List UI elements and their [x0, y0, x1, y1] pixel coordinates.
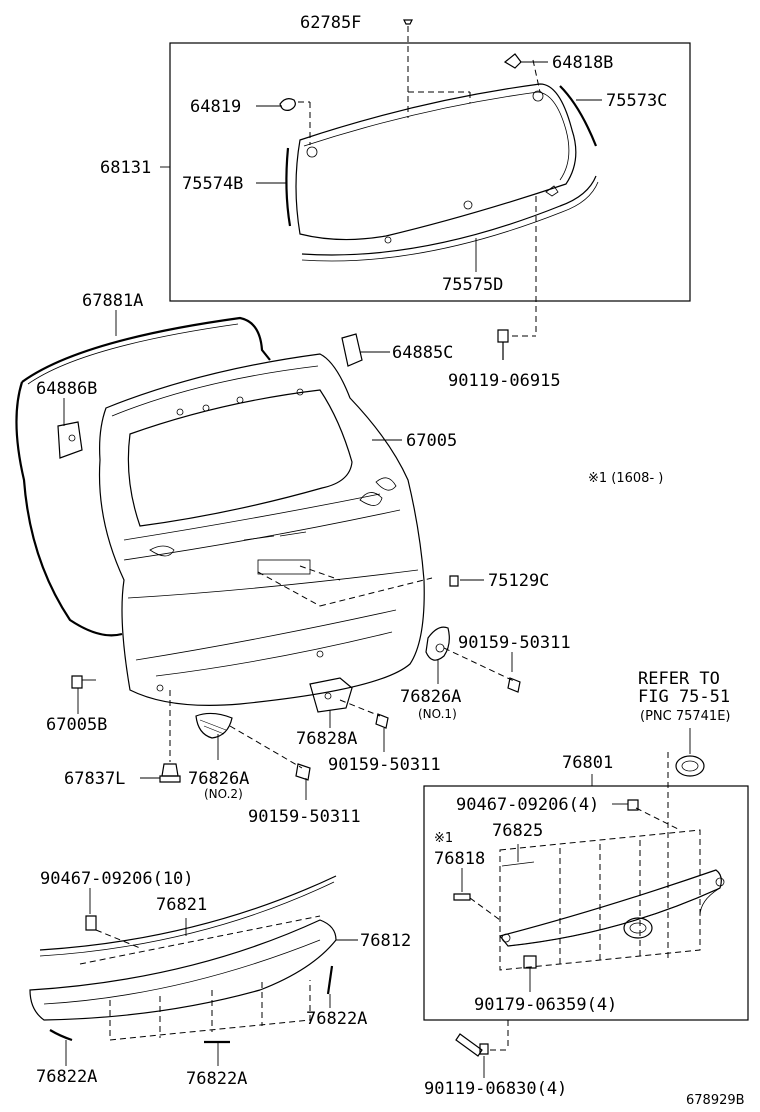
part-90179-06359 — [523, 955, 537, 992]
part-64885C — [341, 333, 390, 367]
part-76812-garnish — [29, 915, 358, 1041]
part-64819 — [256, 98, 311, 145]
label-76812: 76812 — [360, 931, 411, 951]
label-76826A-no2: 76826A — [188, 769, 249, 789]
back-glass-group-frame — [169, 42, 691, 302]
label-90119-06915: 90119-06915 — [448, 371, 561, 391]
label-76818: 76818 — [434, 849, 485, 869]
label-67005B: 67005B — [46, 715, 107, 735]
label-64886B: 64886B — [36, 379, 97, 399]
label-refer-line2: FIG 75-51 — [638, 687, 730, 707]
label-67005: 67005 — [406, 431, 457, 451]
label-67837L: 67837L — [64, 769, 125, 789]
label-76822A-right: 76822A — [306, 1009, 367, 1029]
part-64886B — [57, 398, 83, 459]
note-applicability: ※1 (1608- ) — [588, 471, 663, 486]
label-90159-50311-c: 90159-50311 — [248, 807, 361, 827]
label-68131: 68131 — [100, 158, 151, 178]
label-62785F: 62785F — [300, 13, 361, 33]
part-76825 — [501, 844, 535, 867]
emblem-refer — [675, 728, 705, 777]
part-75129C — [257, 565, 484, 607]
label-refer-line3: (PNC 75741E) — [640, 709, 731, 724]
part-68131-back-glass — [160, 83, 577, 244]
label-90179-06359: 90179-06359(4) — [474, 995, 617, 1015]
part-76822A-left — [49, 1029, 73, 1066]
label-67881A: 67881A — [82, 291, 143, 311]
label-90159-50311-a: 90159-50311 — [458, 633, 571, 653]
part-75573C — [559, 85, 602, 147]
part-67881A-weatherstrip — [15, 310, 271, 637]
part-76822A-right — [326, 965, 334, 1008]
label-75573C: 75573C — [606, 91, 667, 111]
label-76801: 76801 — [562, 753, 613, 773]
label-75575D: 75575D — [442, 275, 503, 295]
label-64818B: 64818B — [552, 53, 613, 73]
label-90159-50311-b: 90159-50311 — [328, 755, 441, 775]
part-67005-back-door — [98, 353, 425, 706]
part-76822A-center — [204, 1040, 230, 1066]
label-76818-mark: ※1 — [434, 831, 453, 846]
part-76828A — [309, 677, 389, 752]
part-90467-09206-4 — [612, 799, 681, 831]
label-76822A-left: 76822A — [36, 1067, 97, 1087]
part-76826A-no1 — [425, 626, 521, 693]
label-76825: 76825 — [492, 821, 543, 841]
part-76826A-no2 — [195, 712, 311, 800]
part-67837L — [140, 690, 181, 783]
part-62785F — [403, 19, 471, 118]
label-refer-line1: REFER TO — [638, 669, 720, 689]
label-76822A-center: 76822A — [186, 1069, 247, 1089]
label-75574B: 75574B — [182, 174, 243, 194]
figure-id: 678929B — [686, 1093, 745, 1108]
part-90119-06830 — [455, 1020, 509, 1078]
garnish-group-frame — [423, 785, 749, 1021]
part-76818 — [453, 868, 501, 921]
label-76828A: 76828A — [296, 729, 357, 749]
label-75129C: 75129C — [488, 571, 549, 591]
label-76826A-no2-sub: (NO.2) — [204, 787, 243, 801]
label-90119-06830: 90119-06830(4) — [424, 1079, 567, 1099]
part-90119-06915 — [497, 196, 537, 360]
label-64885C: 64885C — [392, 343, 453, 363]
part-64818B — [503, 53, 548, 93]
part-67005B — [71, 675, 96, 714]
label-76826A-no1-sub: (NO.1) — [418, 707, 457, 721]
label-76826A-no1: 76826A — [400, 687, 461, 707]
part-90467-09206-10 — [85, 888, 141, 949]
part-75575D — [301, 175, 599, 272]
label-90467-09206-4: 90467-09206(4) — [456, 795, 599, 815]
label-76821: 76821 — [156, 895, 207, 915]
part-75574B — [256, 147, 292, 227]
label-64819: 64819 — [190, 97, 241, 117]
label-90467-09206-10: 90467-09206(10) — [40, 869, 194, 889]
part-76801-garnish — [498, 829, 725, 971]
part-76821 — [39, 875, 337, 957]
